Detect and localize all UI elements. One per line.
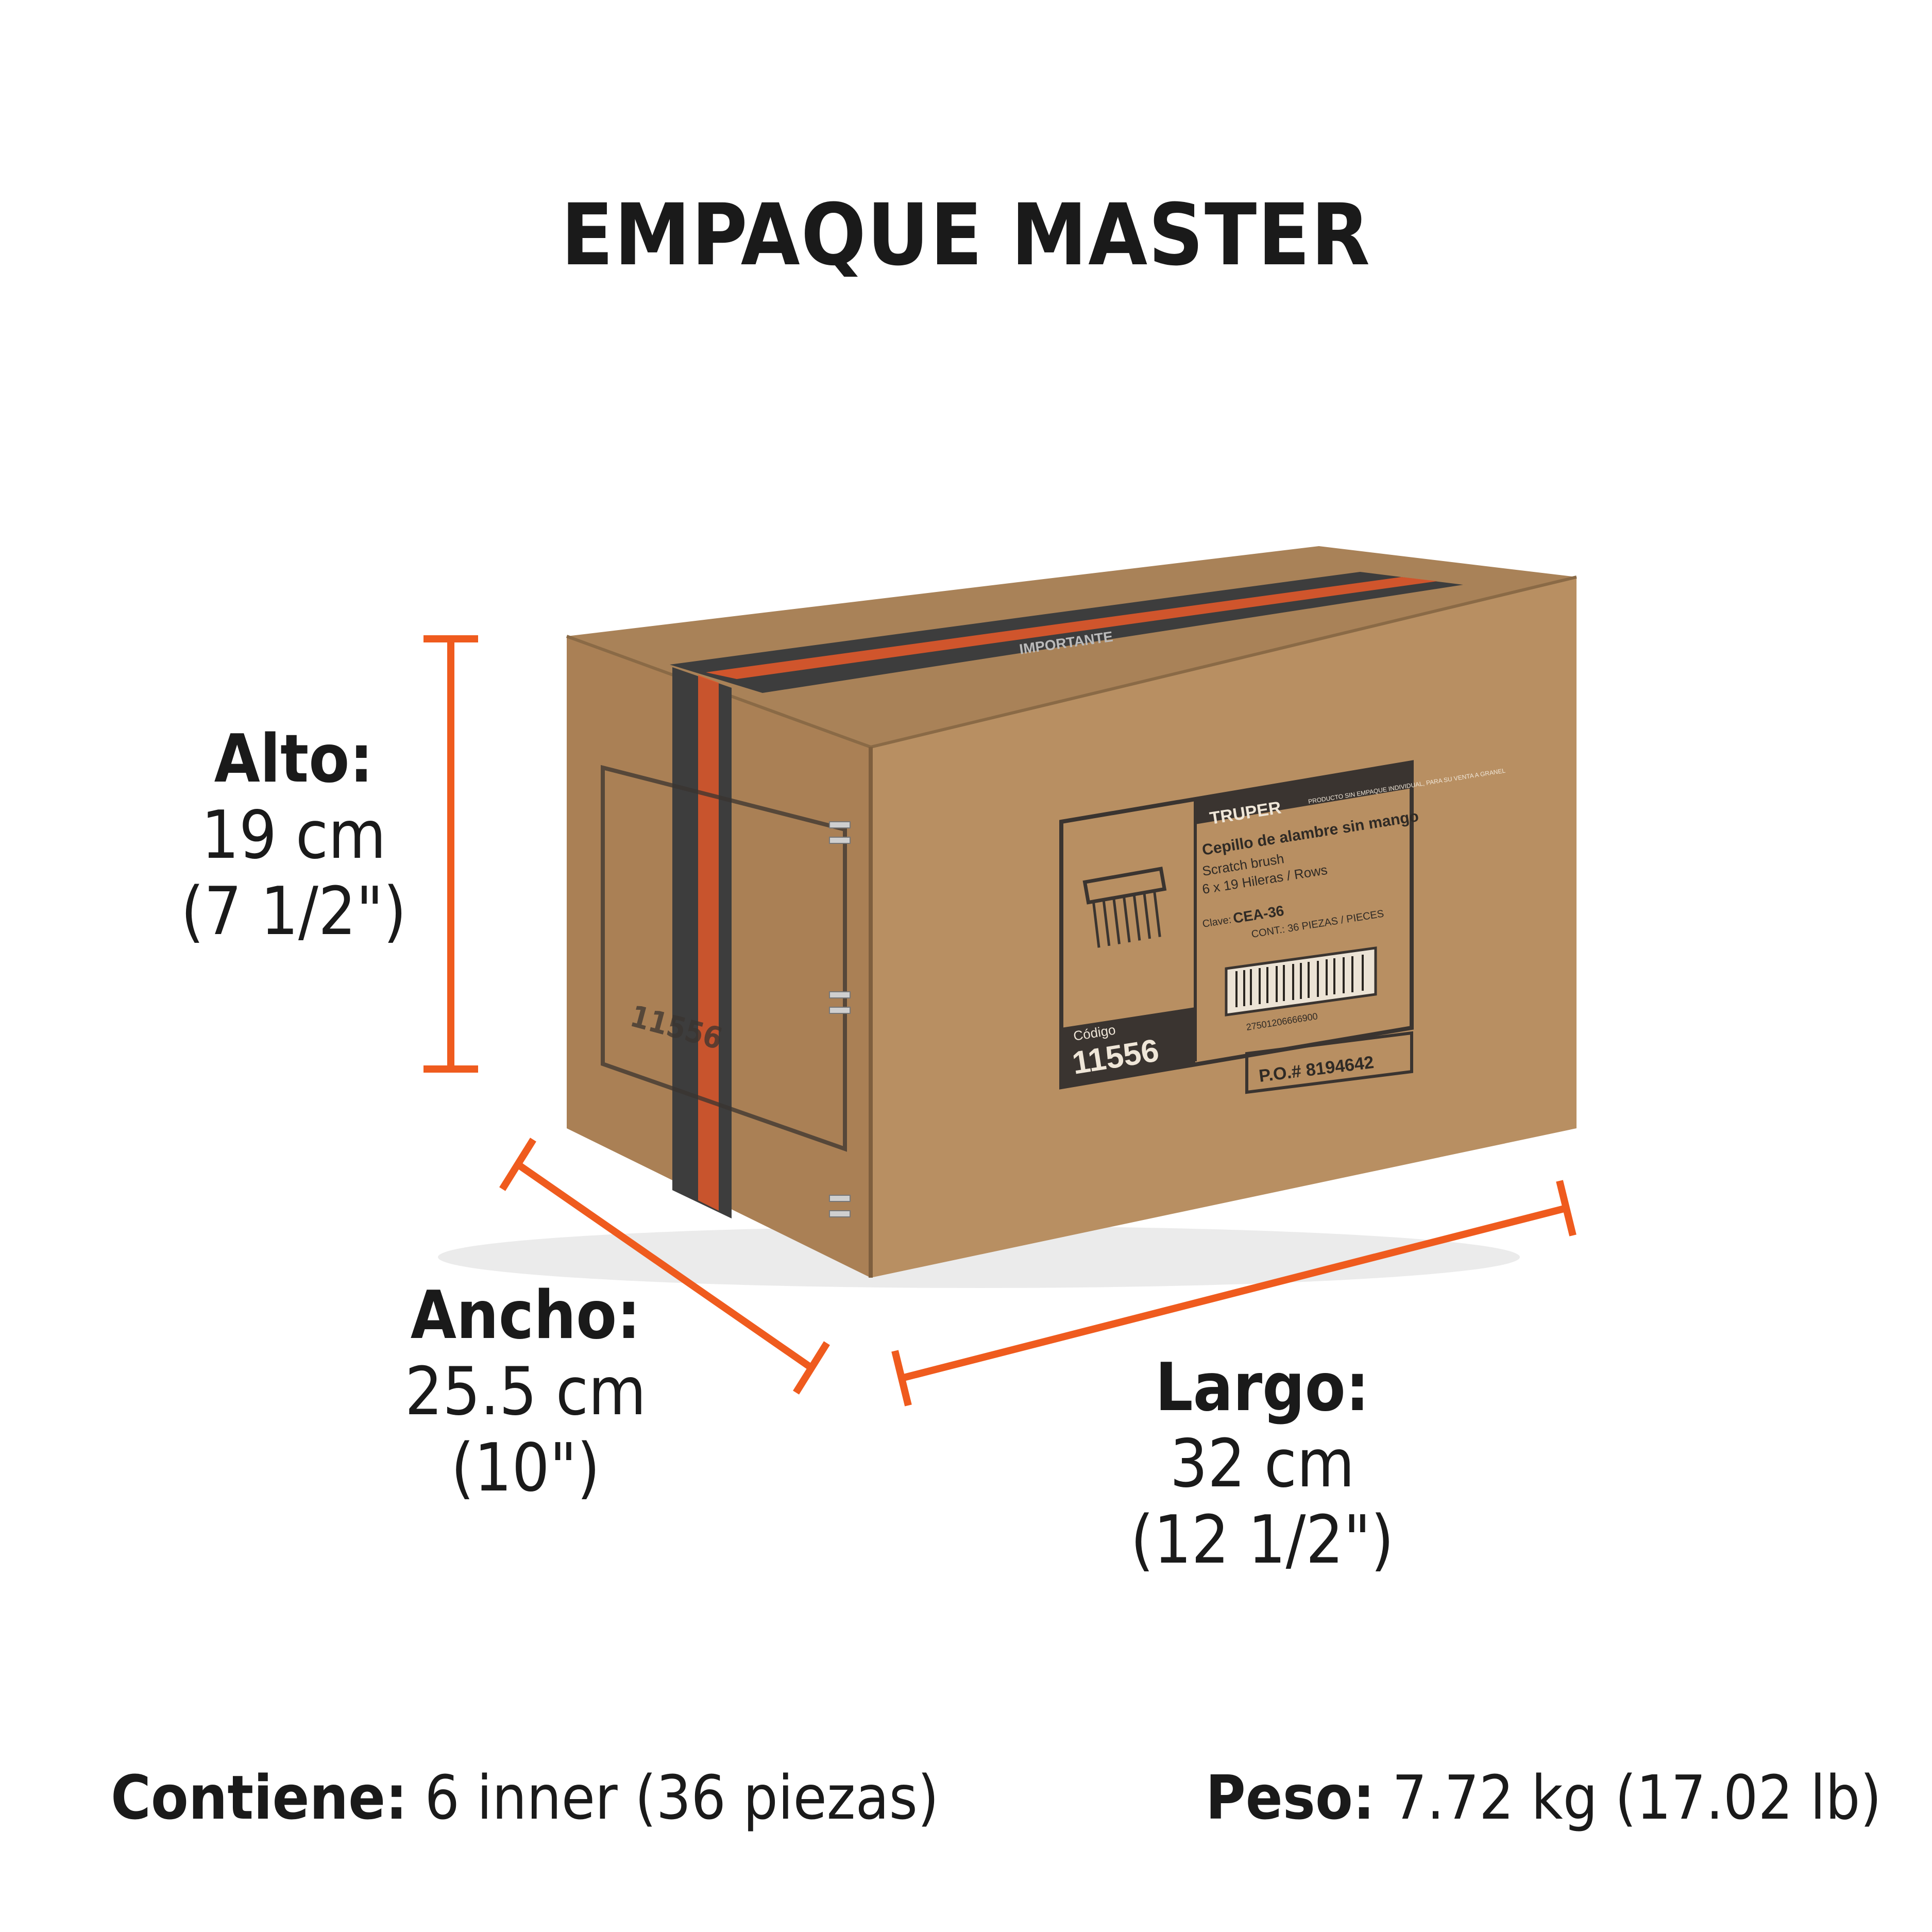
height-metric: 19 cm — [201, 797, 386, 874]
height-imperial: (7 1/2") — [181, 873, 406, 950]
box-shadow — [438, 1226, 1520, 1288]
weight-label: Peso: — [1206, 1762, 1375, 1833]
length-imperial: (12 1/2") — [1130, 1502, 1394, 1579]
width-dimension: Ancho: 25.5 cm (10") — [381, 1278, 670, 1506]
side-label — [601, 765, 847, 1152]
barcode-icon — [1235, 955, 1364, 1007]
contents-info: Contiene: 6 inner (36 piezas) — [111, 1762, 939, 1833]
weight-value: 7.72 kg (17.02 lb) — [1392, 1762, 1882, 1833]
height-marker — [423, 635, 478, 1073]
width-imperial: (10") — [451, 1430, 600, 1506]
page-title: EMPAQUE MASTER — [561, 185, 1371, 284]
contents-label: Contiene: — [111, 1762, 408, 1833]
length-label: Largo: — [1155, 1349, 1369, 1426]
length-metric: 32 cm — [1170, 1426, 1355, 1502]
height-label: Alto: — [214, 721, 374, 798]
width-label: Ancho: — [410, 1277, 641, 1354]
width-marker — [499, 1138, 830, 1395]
scratch-brush-icon — [1082, 867, 1167, 948]
contents-value: 6 inner (36 piezas) — [425, 1762, 939, 1833]
front-label — [1059, 760, 1414, 1094]
length-dimension: Largo: 32 cm (12 1/2") — [1113, 1350, 1412, 1579]
length-marker — [891, 1180, 1577, 1406]
weight-info: Peso: 7.72 kg (17.02 lb) — [1206, 1762, 1882, 1833]
box-front-face — [871, 577, 1577, 1278]
width-metric: 25.5 cm — [404, 1353, 647, 1430]
height-dimension: Alto: 19 cm (7 1/2") — [155, 721, 433, 950]
